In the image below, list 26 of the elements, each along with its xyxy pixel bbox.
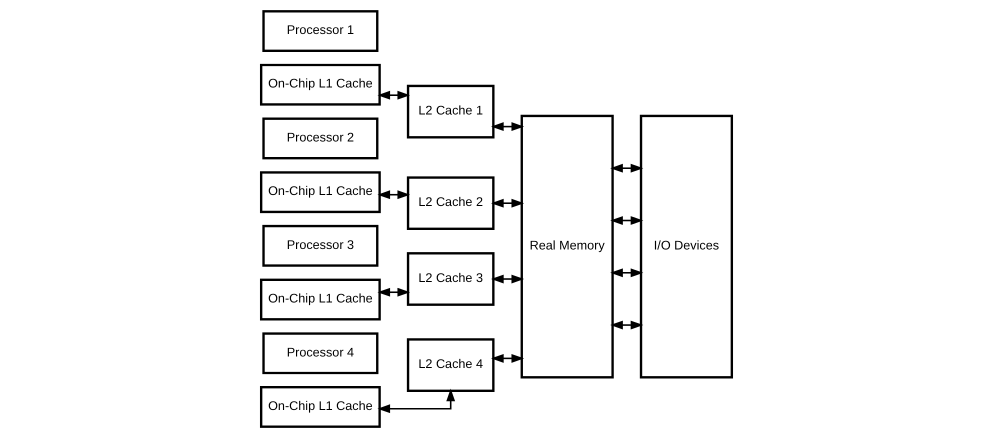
arrow: [610, 320, 643, 330]
arrow: [610, 216, 643, 225]
arrow: [610, 268, 643, 278]
node-box: Processor 3: [262, 224, 378, 267]
node-box: Processor 4: [262, 332, 378, 374]
arrow: [490, 354, 524, 363]
arrow: [490, 122, 524, 132]
arrow: [376, 388, 455, 414]
node-box: On-Chip L1 Cache: [259, 171, 380, 214]
arrow: [376, 90, 410, 100]
node-box: L2 Cache 3: [406, 252, 494, 306]
arrow: [490, 274, 524, 284]
arrow: [376, 288, 410, 297]
arrow: [376, 190, 410, 200]
arrow: [490, 198, 524, 208]
node-box: L2 Cache 1: [406, 84, 494, 138]
node-box: Real Memory: [520, 114, 614, 379]
node-box: On-Chip L1 Cache: [259, 64, 380, 106]
node-box: On-Chip L1 Cache: [259, 278, 380, 320]
node-box: L2 Cache 4: [406, 338, 494, 392]
node-box: On-Chip L1 Cache: [259, 386, 380, 428]
arrow: [610, 164, 643, 173]
node-box: L2 Cache 2: [406, 176, 494, 230]
node-box: Processor 2: [262, 118, 378, 160]
node-box: Processor 1: [262, 10, 378, 52]
node-box: I/O Devices: [639, 114, 733, 379]
